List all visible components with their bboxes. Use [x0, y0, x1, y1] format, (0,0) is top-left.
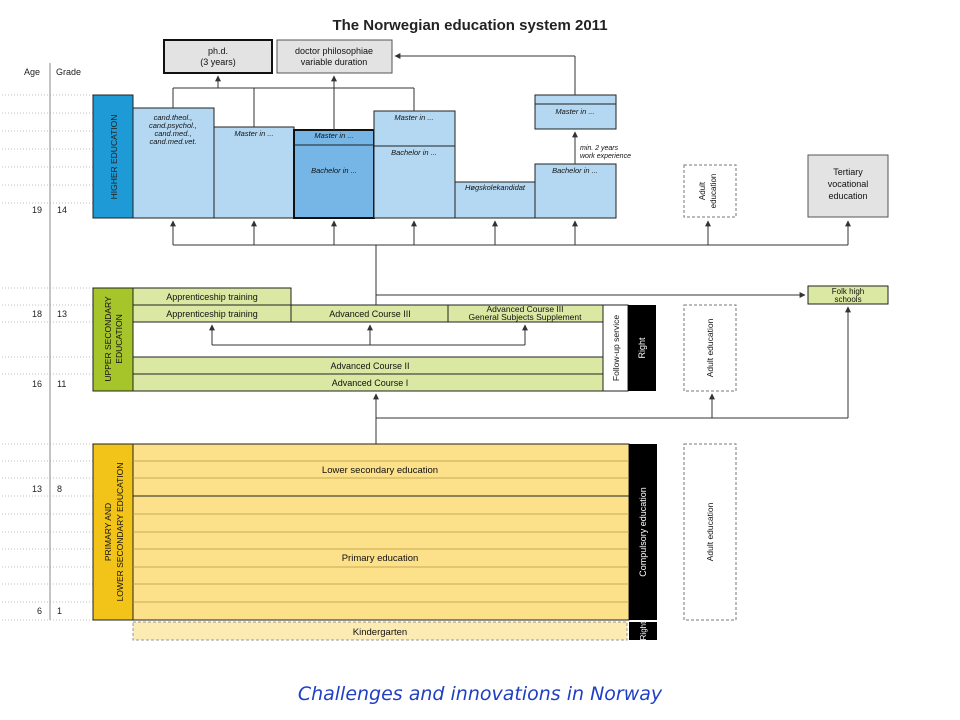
- primary-section: PRIMARY AND LOWER SECONDARY EDUCATION Lo…: [92, 443, 737, 641]
- grade-8: 8: [57, 484, 62, 494]
- right-box-kindergarten: [629, 622, 657, 640]
- age-grade-markers: 19 14 18 13 16 11 13 8 6 1: [32, 205, 67, 616]
- doctor-box: [276, 39, 393, 74]
- adult-education-higher-line-2: education: [709, 174, 718, 209]
- advanced-course-1-label: Advanced Course I: [332, 378, 409, 388]
- connector-lines: [170, 53, 851, 444]
- advanced-course-3-label: Advanced Course III: [329, 309, 411, 319]
- apprenticeship-top-label: Apprenticeship training: [166, 292, 258, 302]
- followup-service-box: [602, 304, 629, 392]
- folk-high-schools-line-2: schools: [834, 295, 861, 304]
- grade-gridlines: [2, 94, 93, 621]
- master-label-6: Master in ...: [555, 107, 594, 116]
- primary-education-label: Primary education: [342, 553, 419, 564]
- higher-education-label: HIGHER EDUCATION: [109, 115, 119, 200]
- phd-line-1: ph.d.: [208, 46, 228, 56]
- age-header: Age: [24, 67, 40, 77]
- tertiary-line-2: vocational: [828, 179, 869, 189]
- bachelor-box-6: [534, 163, 617, 219]
- compulsory-education-box: [629, 444, 657, 620]
- adult-education-upper-label: Adult education: [705, 318, 715, 377]
- grade-13: 13: [57, 309, 67, 319]
- right-box-upper: [628, 305, 656, 391]
- hogskole-label: Høgskolekandidat: [465, 183, 526, 192]
- upper-secondary-label-1: UPPER SECONDARY: [103, 296, 113, 382]
- tertiary-line-1: Tertiary: [833, 167, 863, 177]
- adult-education-box-upper: [683, 304, 737, 392]
- higher-side-boxes: Adult education Tertiary vocational educ…: [683, 154, 889, 218]
- cand-box: [132, 107, 215, 219]
- grade-1: 1: [57, 606, 62, 616]
- primary-side-label-2: LOWER SECONDARY EDUCATION: [115, 463, 125, 602]
- kindergarten-box: [132, 621, 628, 641]
- primary-side-label-1: PRIMARY AND: [103, 503, 113, 561]
- right-label-upper: Right: [637, 337, 647, 359]
- kindergarten-label: Kindergarten: [353, 627, 407, 638]
- bachelor-label-4: Bachelor in ...: [391, 148, 437, 157]
- adult-education-primary-label: Adult education: [705, 502, 715, 561]
- doctor-line-2: variable duration: [301, 57, 368, 67]
- master-box-6: [534, 94, 617, 130]
- grade-header: Grade: [56, 67, 81, 77]
- bachelor-master-box-4: [373, 110, 456, 219]
- higher-education-section: HIGHER EDUCATION cand.theol., cand.psych…: [92, 94, 631, 219]
- bachelor-label-3: Bachelor in ...: [311, 166, 357, 175]
- adult-education-higher-line-1: Adult: [698, 181, 707, 200]
- cand-line-3: cand.med.,: [154, 129, 191, 138]
- cand-line-4: cand.med.vet.: [149, 137, 196, 146]
- cand-line-1: cand.theol.,: [154, 113, 193, 122]
- upper-secondary-label-2: EDUCATION: [114, 314, 124, 363]
- work-experience-line-2: work experience: [580, 153, 631, 160]
- advanced-course-2-label: Advanced Course II: [330, 361, 409, 371]
- age-13: 13: [32, 484, 42, 494]
- doctorate-boxes: ph.d. (3 years) doctor philosophiae vari…: [163, 39, 393, 74]
- adult-education-box-primary: [683, 443, 737, 621]
- higher-education-sidebar: [92, 94, 134, 219]
- upper-secondary-sidebar: [92, 287, 134, 392]
- grade-14: 14: [57, 205, 67, 215]
- followup-service-label: Follow-up service: [611, 315, 621, 381]
- master-label-3: Master in ...: [314, 131, 353, 140]
- compulsory-education-label: Compulsory education: [638, 487, 648, 577]
- primary-row-lines: [133, 460, 629, 603]
- master-label-2: Master in ...: [234, 129, 273, 138]
- phd-box: [163, 39, 273, 74]
- age-16: 16: [32, 379, 42, 389]
- advanced-course-3-gen-line-1: Advanced Course III: [486, 304, 563, 314]
- phd-line-2: (3 years): [200, 57, 236, 67]
- advanced-course-3-gen-line-2: General Subjects Supplement: [469, 312, 583, 322]
- master-label-4: Master in ...: [394, 113, 433, 122]
- tertiary-vocational-box: [807, 154, 889, 218]
- cand-line-2: cand.psychol.,: [149, 121, 197, 130]
- bachelor-label-6: Bachelor in ...: [552, 166, 598, 175]
- tertiary-line-3: education: [828, 191, 867, 201]
- folk-high-schools-line-1: Folk high: [832, 287, 864, 296]
- doctor-line-1: doctor philosophiae: [295, 46, 373, 56]
- apprenticeship-label: Apprenticeship training: [166, 309, 258, 319]
- lower-secondary-label: Lower secondary education: [322, 465, 438, 476]
- adult-education-box-higher: [683, 164, 737, 218]
- advanced-course-white-area: [132, 321, 604, 358]
- master-box-2: [213, 126, 295, 219]
- right-label-kindergarten: Right: [639, 621, 648, 640]
- primary-sidebar: [92, 443, 134, 621]
- folk-high-schools-box: [807, 285, 889, 305]
- diagram-title: The Norwegian education system 2011: [332, 17, 607, 34]
- age-19: 19: [32, 205, 42, 215]
- slide-caption: Challenges and innovations in Norway: [297, 683, 663, 705]
- age-6: 6: [37, 606, 42, 616]
- age-18: 18: [32, 309, 42, 319]
- grade-11: 11: [57, 379, 66, 389]
- work-experience-line-1: min. 2 years: [580, 145, 619, 152]
